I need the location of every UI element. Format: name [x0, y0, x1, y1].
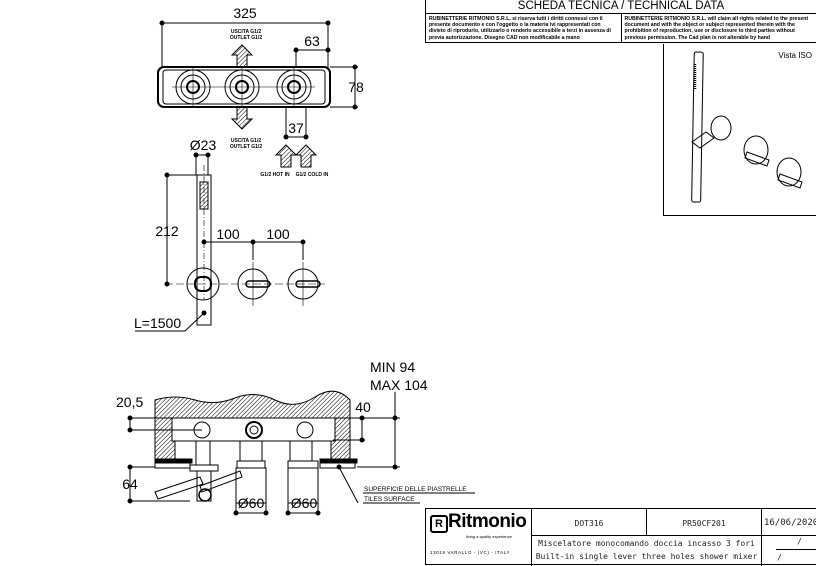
- series-value: DOT316: [532, 519, 646, 529]
- cold-inlet-arrow-icon: [296, 145, 316, 167]
- hot-inlet-label: G1/2 HOT IN: [260, 172, 290, 178]
- axis-offset: 20,5: [116, 394, 143, 410]
- product-code: PR50CF201: [647, 519, 761, 529]
- shower-holder: [692, 132, 714, 148]
- title-block: R Ritmonio living a quality experience 1…: [425, 508, 816, 565]
- hand-shower-height: 212: [155, 223, 179, 239]
- hand-shower-body: [692, 52, 704, 202]
- diverter-rosette: [777, 158, 801, 186]
- revision-cell: / /: [761, 536, 816, 566]
- width-dimension: 325: [233, 5, 257, 21]
- height-dimension: 78: [348, 79, 364, 95]
- brand-logo-icon: R: [430, 515, 448, 533]
- front-view: [135, 153, 325, 331]
- handle-drop: 64: [122, 476, 138, 492]
- cold-inlet-label: G1/2 COLD IN: [296, 172, 329, 178]
- description-en: Built-in single lever three holes shower…: [532, 552, 761, 562]
- max-depth: MAX 104: [370, 377, 428, 393]
- revision-divider: [776, 549, 816, 550]
- rosette-diameter-2: Ø60: [291, 495, 318, 511]
- brand-tagline: living a quality experience: [466, 534, 512, 539]
- spacing-dimension-2: 100: [266, 226, 290, 242]
- inlet-spacing-dimension: 37: [288, 120, 304, 136]
- issue-date: 16/06/2020: [764, 518, 816, 529]
- revision-value-2: /: [762, 553, 797, 563]
- outlet-bottom-label-en: OUTLET G1/2: [230, 144, 262, 150]
- code-cell: PR50CF201: [646, 509, 761, 536]
- iso-view-panel: Vista ISO: [663, 44, 816, 216]
- hose-length: L=1500: [134, 315, 181, 331]
- technical-drawing: 325 63 78 37 USCITA G1/2 OUTLET G1/2 USC…: [0, 0, 660, 565]
- offset-dimension: 63: [304, 33, 320, 49]
- brand-cell: R Ritmonio living a quality experience 1…: [426, 509, 531, 566]
- hot-inlet-arrow-icon: [276, 145, 296, 167]
- outlet-top-label-en: OUTLET G1/2: [230, 35, 262, 41]
- spacing-dimension-1: 100: [216, 226, 240, 242]
- outlet-top-arrow-icon: [232, 45, 252, 67]
- wall-outlet-rosette: [711, 116, 731, 140]
- series-cell: DOT316: [531, 509, 646, 536]
- date-cell: 16/06/2020: [761, 509, 816, 536]
- description-cell: Miscelatore monocomando doccia incasso 3…: [531, 536, 761, 566]
- tiles-surface-label-en: TILES SURFACE: [364, 496, 415, 503]
- outlet-bottom-arrow-icon: [232, 107, 252, 129]
- rosette-diameter-1: Ø60: [238, 495, 265, 511]
- hand-shower-diameter: Ø23: [190, 137, 217, 153]
- iso-view-drawing: [664, 44, 816, 216]
- brand-name: Ritmonio: [448, 511, 526, 532]
- tiles-surface-label-it: SUPERFICIE DELLE PIASTRELLE: [364, 486, 467, 493]
- min-depth: MIN 94: [370, 359, 415, 375]
- brand-address: 13019 VARALLO - (VC) - ITALY: [430, 550, 510, 556]
- description-it: Miscelatore monocomando doccia incasso 3…: [532, 539, 761, 549]
- revision-value: /: [782, 537, 816, 547]
- mixer-rosette: [744, 136, 768, 164]
- body-depth: 40: [355, 399, 371, 415]
- mixer-handle: [155, 477, 203, 499]
- valve-circles: [172, 68, 315, 106]
